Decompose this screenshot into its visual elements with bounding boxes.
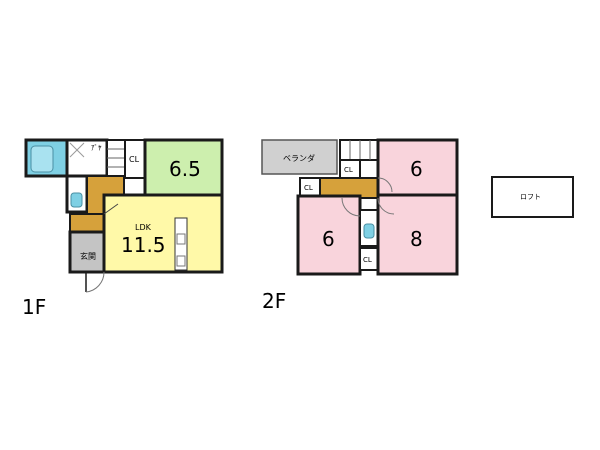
closet-sw-label: CL <box>304 184 313 192</box>
veranda-label: ベランダ <box>283 153 315 163</box>
hall <box>69 175 125 233</box>
loft-box <box>491 176 574 218</box>
closet-1f-label: CL <box>129 155 140 164</box>
floor-2: ベランダ CL 6 CL 6 CL 8 <box>261 138 459 276</box>
bedroom-sw <box>296 194 362 276</box>
entrance-door-swing <box>85 271 105 293</box>
floor-1: ｱﾞﾔ CL 6.5 LDK 11.5 玄関 <box>24 138 224 293</box>
entrance-label: 玄関 <box>80 251 96 261</box>
bathtub <box>30 145 54 173</box>
kitchen-stove <box>176 255 186 267</box>
door-swing <box>377 177 393 193</box>
ldk <box>102 193 224 274</box>
entrance <box>68 230 106 274</box>
floor-2-label: 2F <box>262 289 286 313</box>
washroom-label: ｱﾞﾔ <box>91 144 102 152</box>
ldk-door <box>103 203 119 215</box>
floor-1-label: 1F <box>22 295 46 319</box>
bedroom-sw-size: 6 <box>322 227 335 251</box>
bedroom-se-size: 8 <box>410 227 423 251</box>
toilet <box>70 192 83 208</box>
door-swing <box>341 197 361 217</box>
closet-bottom-label: CL <box>363 256 372 264</box>
kitchen-sink <box>176 233 186 245</box>
ldk-label: LDK <box>135 223 152 232</box>
bedroom-se <box>376 193 459 276</box>
washroom-cross <box>69 142 85 158</box>
bedroom-ne-size: 6 <box>410 157 423 181</box>
toilet-2f <box>363 223 375 239</box>
loft-label: ロフト <box>520 193 541 201</box>
door-swing <box>377 197 395 215</box>
ldk-size: 11.5 <box>121 233 166 257</box>
veranda <box>261 139 338 175</box>
tatami-room-size: 6.5 <box>169 157 201 181</box>
stairs-2f <box>339 139 379 161</box>
loft: ロフト <box>491 176 574 218</box>
closet-center-label: CL <box>344 166 353 174</box>
